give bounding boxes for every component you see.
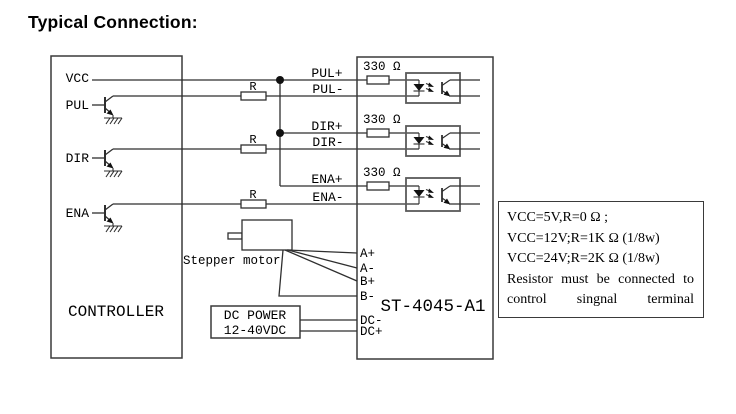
- terminal-label-b-minus: B-: [360, 290, 375, 304]
- signal-label-dir-minus: DIR-: [312, 135, 343, 150]
- npn-transistor-pul-icon: [92, 95, 123, 125]
- terminal-label-dc-plus: DC+: [360, 325, 383, 339]
- resistor-r-ena: [240, 199, 267, 209]
- light-arrow-icon: [428, 140, 434, 145]
- driver-name: ST-4045-A1: [380, 297, 485, 317]
- port-label-pul: PUL: [66, 98, 89, 113]
- ground-icon: [104, 170, 123, 178]
- dc-power-label: DC POWER: [224, 308, 287, 323]
- junction-dot: [276, 76, 284, 84]
- stepper-motor: Stepper motor: [183, 219, 358, 297]
- signal-label-ena-minus: ENA-: [312, 190, 343, 205]
- signal-label-pul-minus: PUL-: [312, 82, 343, 97]
- phototransistor-icon: [441, 132, 451, 150]
- resistor-330-ena: [366, 181, 390, 191]
- motor-wire-b-minus: [278, 249, 357, 297]
- note-box: VCC=5V,R=0 Ω ; VCC=12V;R=1K Ω (1/8w) VCC…: [498, 201, 704, 318]
- controller-label: CONTROLLER: [68, 303, 164, 321]
- motor-body: [241, 219, 293, 251]
- signal-label-ena-plus: ENA+: [311, 172, 342, 187]
- terminal-label-b-plus: B+: [360, 275, 375, 289]
- note-line-2: VCC=12V;R=1K Ω (1/8w): [507, 230, 660, 246]
- controller-box: [50, 55, 183, 359]
- port-label-dir: DIR: [66, 151, 90, 166]
- motor-shaft: [227, 232, 243, 240]
- motor-wire-b-plus: [284, 249, 358, 282]
- note-line-1: VCC=5V,R=0 Ω ;: [507, 210, 609, 225]
- npn-transistor-ena-icon: [92, 203, 123, 233]
- light-arrow-icon: [428, 188, 434, 193]
- resistor-r-label: R: [249, 133, 256, 147]
- terminal-label-a-minus: A-: [360, 262, 375, 276]
- signal-label-pul-plus: PUL+: [311, 66, 342, 81]
- resistor-330-dir: [366, 128, 390, 138]
- terminal-label-dc-minus: DC-: [360, 314, 383, 328]
- emitter-arrow-icon: [106, 109, 114, 116]
- ground-icon: [104, 117, 123, 125]
- emitter-arrow-icon: [106, 162, 114, 169]
- led-icon: [413, 137, 425, 144]
- resistor-330-label: 330 Ω: [363, 113, 401, 127]
- resistor-330-label: 330 Ω: [363, 166, 401, 180]
- optocoupler-dir-icon: [405, 125, 480, 157]
- dc-power-voltage: 12-40VDC: [224, 323, 287, 338]
- terminal-label-a-plus: A+: [360, 247, 375, 261]
- light-arrow-icon: [428, 135, 434, 140]
- collector-wire: [104, 95, 114, 103]
- light-arrow-icon: [428, 82, 434, 87]
- ground-icon: [104, 225, 123, 233]
- phototransistor-icon: [441, 185, 451, 205]
- emitter-arrow-icon: [106, 217, 114, 224]
- note-line-4: Resistor must be connected to: [507, 271, 694, 287]
- port-label-vcc: VCC: [66, 71, 90, 86]
- optocoupler-pul-icon: [405, 72, 480, 104]
- phototransistor-icon: [441, 79, 451, 97]
- light-arrow-icon: [428, 193, 434, 198]
- resistor-330-pul: [366, 75, 390, 85]
- note-line-5: control singnal terminal: [507, 292, 694, 307]
- led-icon: [413, 190, 425, 197]
- motor-wire-a-minus: [287, 249, 358, 269]
- port-label-ena: ENA: [66, 206, 90, 221]
- resistor-330-label: 330 Ω: [363, 60, 401, 74]
- resistor-r-pul: [240, 91, 267, 101]
- junction-dot: [276, 129, 284, 137]
- driver-box: [356, 56, 494, 360]
- optocoupler-ena-icon: [405, 177, 480, 212]
- dc-power-supply: DC POWER 12-40VDC: [210, 305, 357, 339]
- motor-label: Stepper motor: [183, 254, 281, 268]
- motor-wire-a-plus: [286, 249, 358, 254]
- page-title: Typical Connection:: [28, 12, 198, 32]
- led-icon: [413, 84, 425, 91]
- signal-label-dir-plus: DIR+: [311, 119, 342, 134]
- dc-power-box: [210, 305, 301, 339]
- resistor-r-dir: [240, 144, 267, 154]
- npn-transistor-dir-icon: [92, 148, 123, 178]
- resistor-r-label: R: [249, 188, 256, 202]
- note-line-3: VCC=24V;R=2K Ω (1/8w): [507, 251, 660, 266]
- resistor-r-label: R: [249, 80, 256, 94]
- light-arrow-icon: [428, 87, 434, 92]
